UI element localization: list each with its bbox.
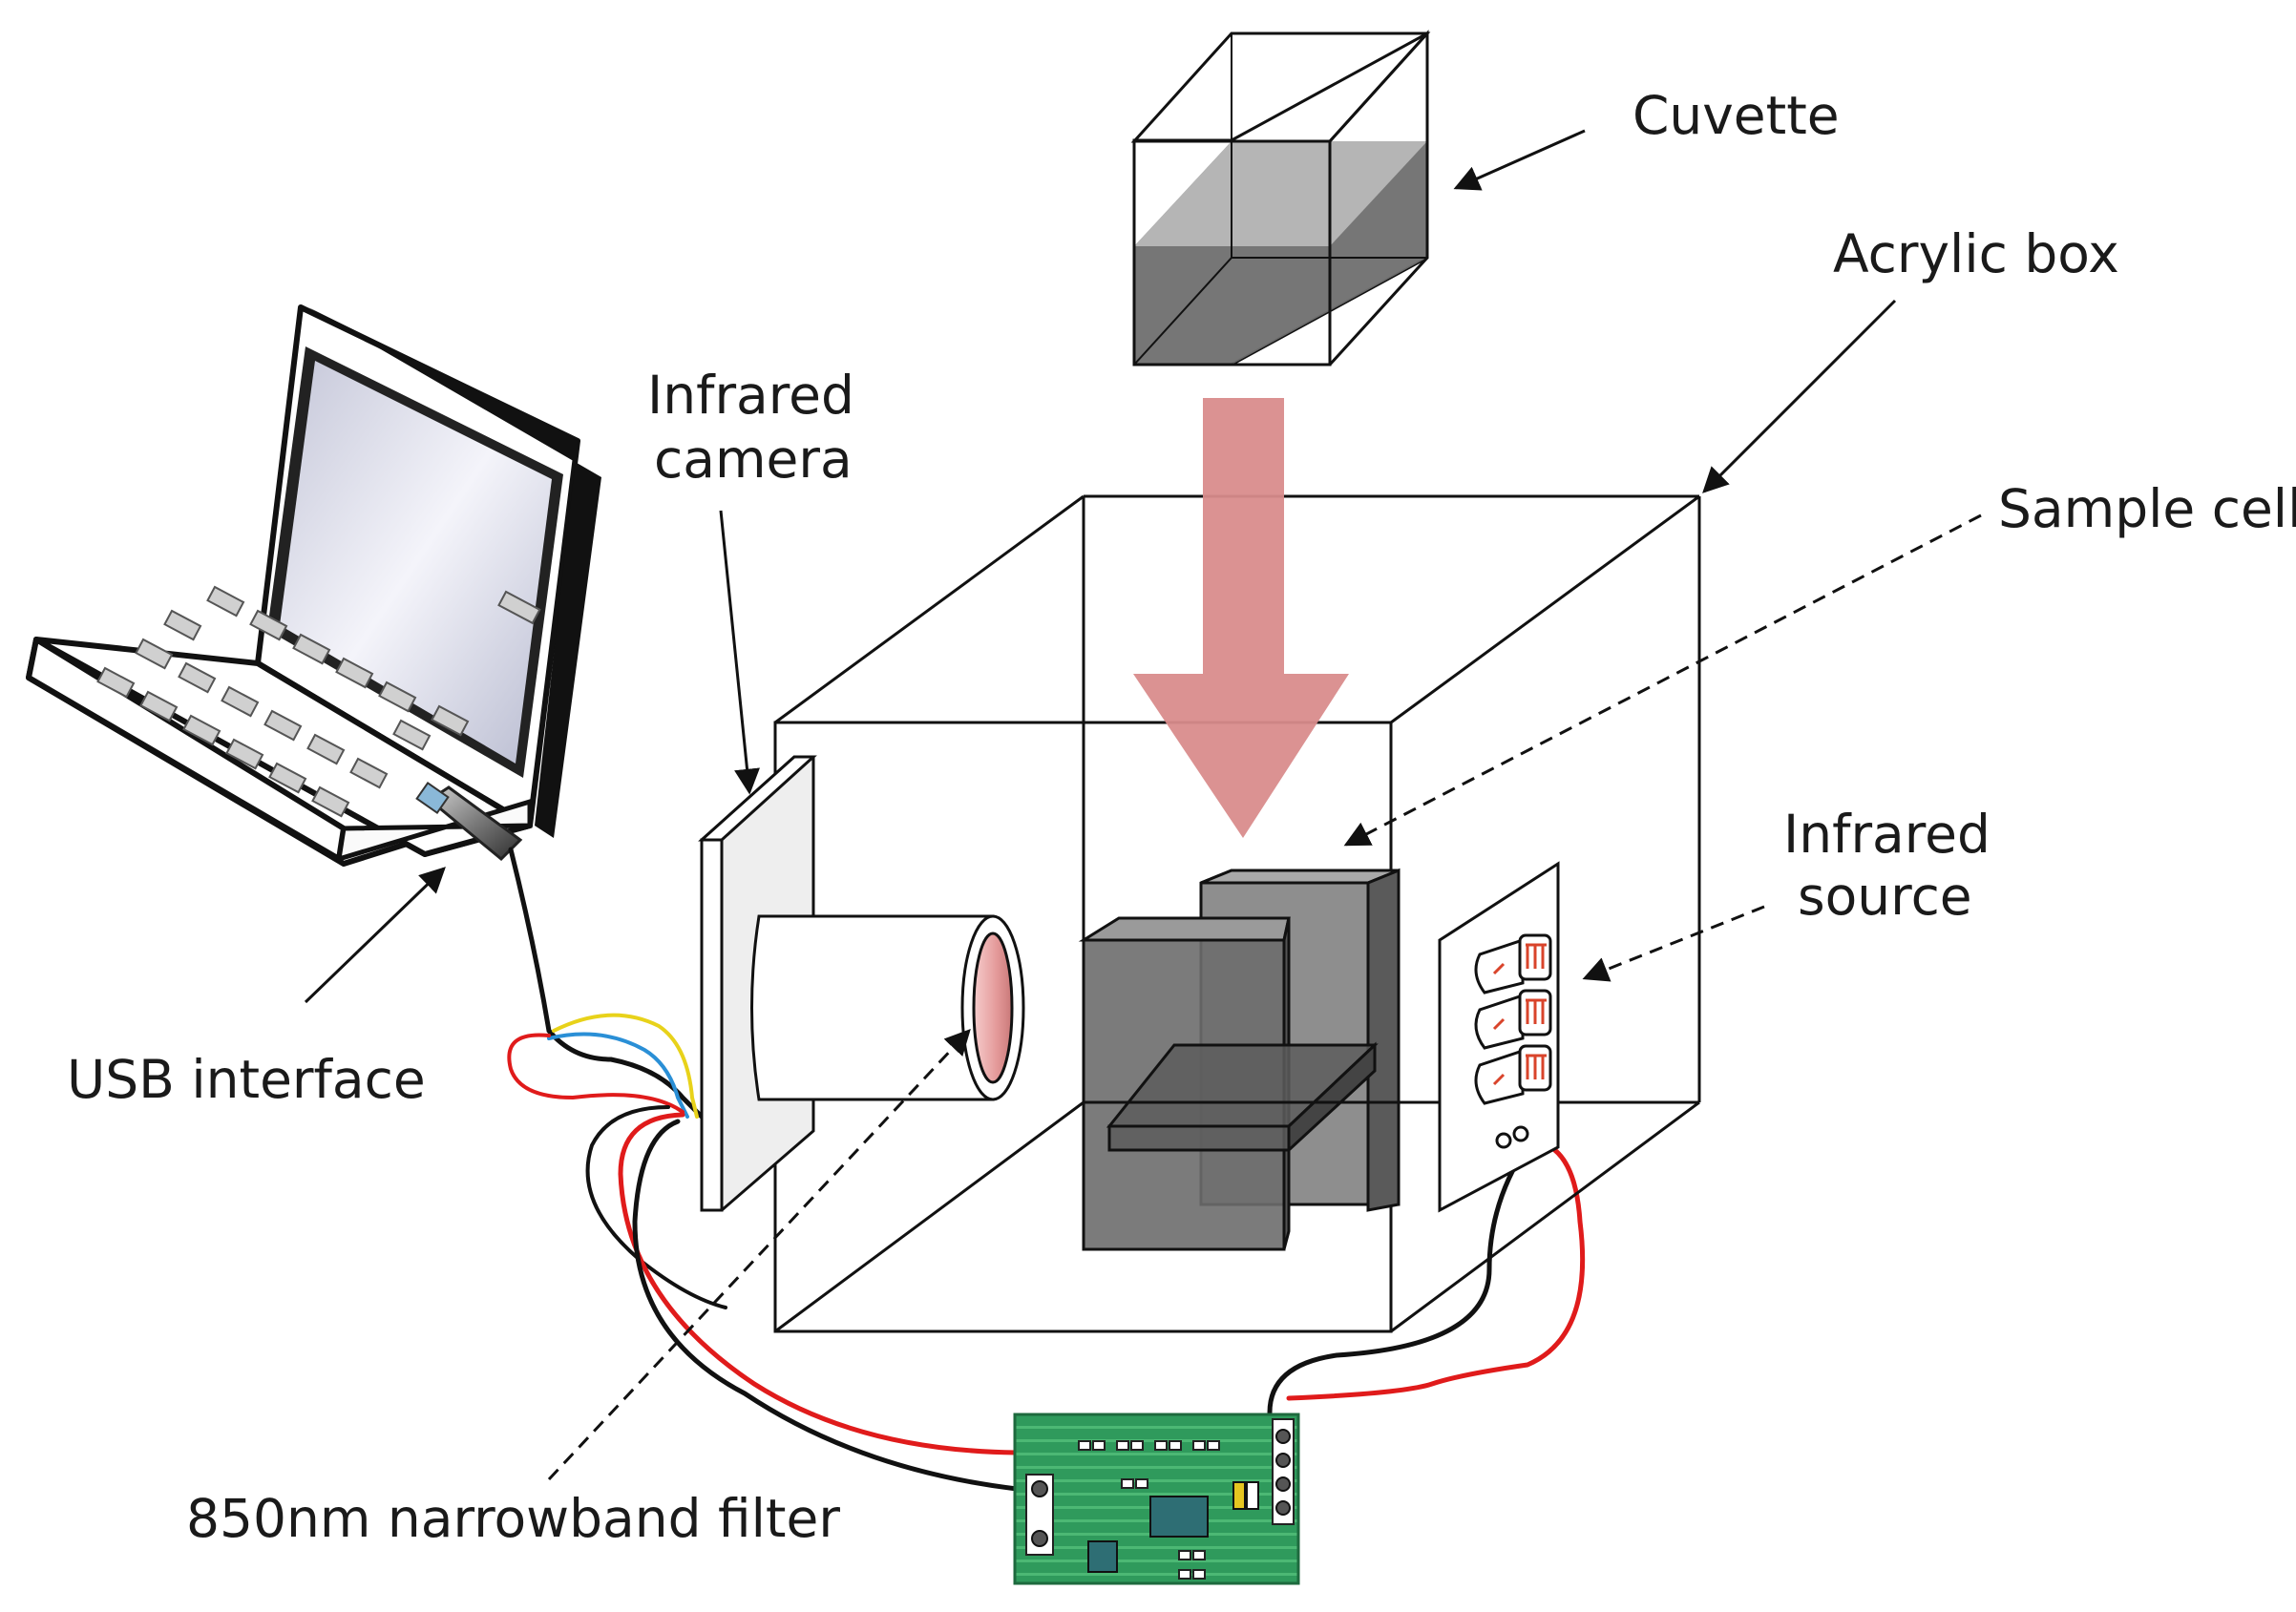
yellow-wire — [552, 1013, 699, 1119]
sample-cell — [1078, 868, 1401, 1251]
cables — [507, 847, 1586, 1492]
laptop-keyboard — [96, 585, 541, 818]
ir-led-array — [1474, 933, 1552, 1105]
label-usb-interface: USB interface — [67, 1049, 426, 1110]
cuvette — [1130, 30, 1431, 366]
infrared-source-panel — [1438, 861, 1560, 1213]
label-infrared-source-1: Infrared — [1783, 804, 1991, 865]
laptop — [26, 304, 601, 867]
labels: Cuvette Acrylic box Sample cell Infrared… — [67, 85, 2296, 1549]
infrared-camera — [698, 755, 1025, 1212]
usb-stick — [415, 781, 523, 862]
label-sample-cell: Sample cell — [1998, 478, 2296, 539]
driver-pcb — [1013, 1413, 1300, 1585]
label-filter: 850nm narrowband filter — [186, 1488, 840, 1549]
850nm-filter — [972, 932, 1014, 1084]
label-infrared-source-2: source — [1798, 866, 1972, 927]
light-direction-arrow — [1133, 398, 1349, 838]
blue-wire — [547, 1032, 689, 1119]
label-acrylic-box: Acrylic box — [1833, 223, 2119, 284]
red-loop-wire — [507, 1033, 685, 1114]
label-cuvette: Cuvette — [1632, 85, 1840, 146]
label-infrared-camera-2: camera — [654, 429, 853, 490]
label-infrared-camera-1: Infrared — [647, 365, 854, 426]
callout-lines — [304, 129, 1982, 1481]
